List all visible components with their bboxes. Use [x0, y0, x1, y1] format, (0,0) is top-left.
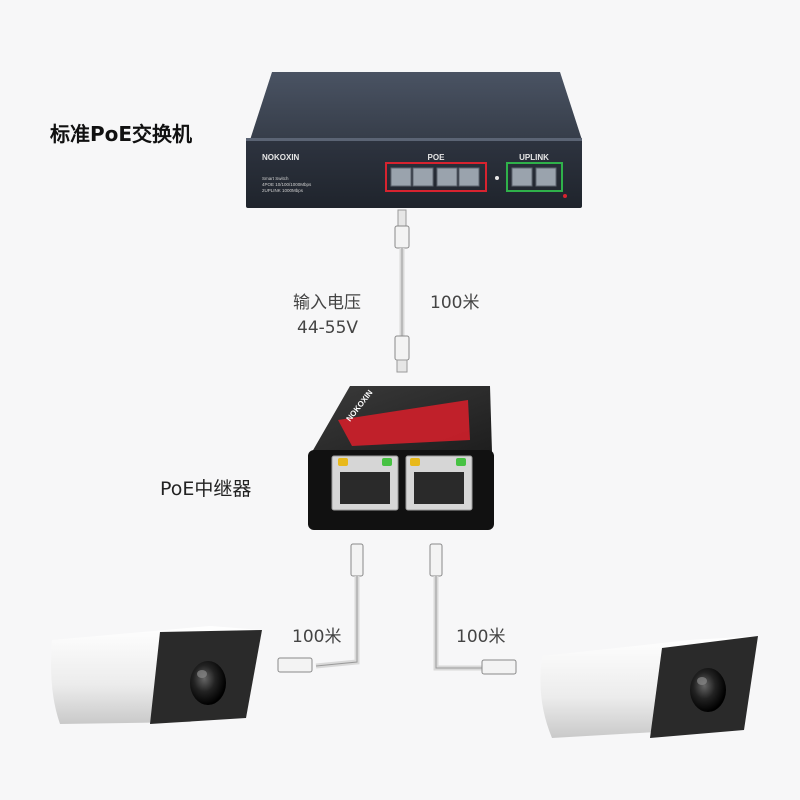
top-distance-label: 100米: [430, 293, 480, 313]
camera-lens: [190, 661, 226, 705]
right-distance-label: 100米: [456, 627, 506, 647]
poe-port-group: [385, 162, 487, 192]
poe-ports: [390, 167, 480, 187]
camera-lens: [690, 668, 726, 712]
uplink-port-group: [506, 162, 563, 192]
uplink-ports: [511, 167, 557, 187]
left-distance-label: 100米: [292, 627, 342, 647]
rj45-connector-icon: [350, 543, 364, 577]
rj45-connector-icon: [481, 659, 517, 675]
status-led: [495, 176, 499, 180]
cable-switch-to-repeater: [394, 209, 410, 373]
switch-spec-line2: 4POE 10/100/1000Mbps: [262, 182, 312, 187]
poe-group-label: POE: [428, 153, 446, 162]
bullet-camera-icon: [51, 626, 262, 724]
voltage-label: 输入电压: [293, 293, 361, 313]
uplink-group-label: UPLINK: [519, 153, 549, 162]
rj45-connector-icon: [277, 657, 313, 673]
bullet-camera-icon: [540, 636, 758, 738]
switch-brand: NOKOXIN: [262, 153, 300, 162]
rj45-connector-icon: [429, 543, 443, 577]
switch-spec-line1: Smart Switch: [262, 176, 289, 181]
cable-repeater-to-right-camera: [429, 543, 517, 675]
link-led: [410, 458, 420, 466]
switch-spec-line3: 2UPLINK 1000Mbps: [262, 188, 304, 193]
act-led: [456, 458, 466, 466]
switch-title: 标准PoE交换机: [50, 122, 193, 146]
link-led: [338, 458, 348, 466]
rj45-connector-icon: [394, 335, 410, 361]
poe-repeater-icon: [308, 386, 494, 530]
power-led: [563, 194, 567, 198]
network-switch-icon: [246, 72, 582, 208]
repeater-title: PoE中继器: [160, 478, 252, 500]
rj45-connector-icon: [394, 225, 410, 249]
act-led: [382, 458, 392, 466]
voltage-value: 44-55V: [297, 318, 359, 338]
cable-repeater-to-left-camera: [277, 543, 364, 673]
